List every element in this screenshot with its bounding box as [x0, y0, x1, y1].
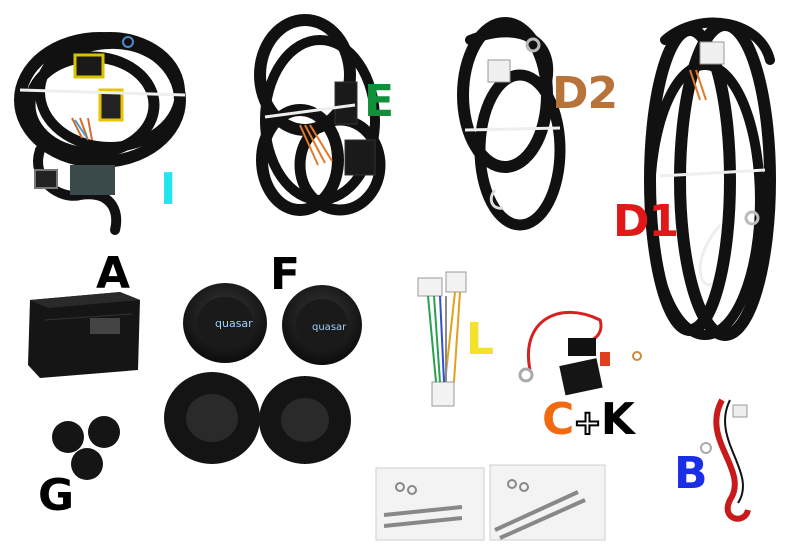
wiring-harness-d2-icon: [457, 17, 566, 231]
socket-brand-left: quasar: [215, 317, 253, 330]
label-e: E: [364, 76, 394, 127]
label-a: A: [96, 248, 130, 299]
wiring-harness-d1-icon: [644, 17, 776, 341]
label-f-text: F: [270, 249, 300, 300]
label-d1-text: D1: [613, 196, 679, 247]
label-f: F: [270, 249, 300, 300]
label-i: I: [160, 164, 176, 215]
control-module-a-icon: [28, 292, 140, 378]
wiring-harness-e-icon: [254, 14, 386, 216]
socket-brand-right: quasar: [312, 322, 347, 333]
label-l: L: [466, 314, 494, 365]
label-e-text: E: [364, 76, 394, 127]
rubber-grommet-g-icon: [52, 416, 120, 480]
label-plus-text: +: [572, 403, 602, 443]
fuse-holder-ck-icon: [518, 310, 642, 396]
trailer-socket-f-icon: [164, 283, 362, 464]
label-d1: D1: [613, 196, 679, 247]
screw-bag-icon: [375, 464, 606, 541]
label-d2: D2: [552, 68, 618, 119]
adapter-cable-l-icon: [417, 271, 467, 407]
label-g: G: [38, 470, 74, 521]
label-a-text: A: [96, 248, 130, 299]
wiring-harness-i-icon: [14, 32, 186, 235]
label-c-plus-k: C+K: [542, 394, 635, 445]
label-l-text: L: [466, 314, 494, 365]
label-b-text: B: [674, 448, 708, 499]
label-g-text: G: [38, 470, 74, 521]
label-b: B: [674, 448, 708, 499]
label-d2-text: D2: [552, 68, 618, 119]
label-k-text: K: [600, 394, 635, 445]
label-c-text: C: [542, 394, 574, 445]
label-i-text: I: [160, 164, 176, 215]
power-cable-b-icon: [700, 398, 751, 522]
